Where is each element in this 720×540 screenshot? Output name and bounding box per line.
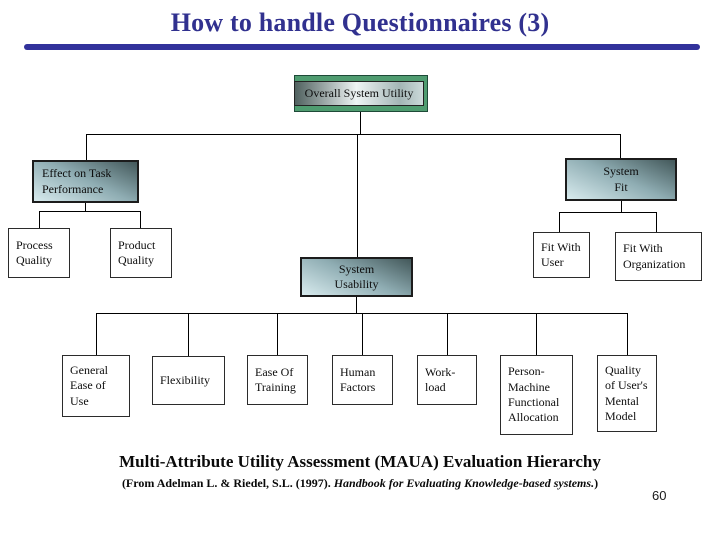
connector: [356, 297, 357, 314]
node-system-fit: System Fit: [565, 158, 677, 201]
connector: [86, 134, 87, 160]
node-general-ease-of-use: General Ease of Use: [62, 355, 130, 417]
node-label: Product Quality: [118, 237, 156, 267]
diagram-caption: Multi-Attribute Utility Assessment (MAUA…: [119, 452, 601, 471]
connector: [536, 313, 537, 355]
node-process-quality: Process Quality: [8, 228, 70, 278]
connector: [559, 212, 560, 232]
node-label: Overall System Utility: [304, 85, 414, 100]
node-fit-with-user: Fit With User: [533, 232, 590, 278]
connector: [620, 134, 621, 158]
slide-title: How to handle Questionnaires (3): [170, 8, 550, 37]
node-label: Flexibility: [160, 372, 211, 387]
node-label: Fit With User: [541, 239, 581, 269]
node-label: Ease Of Training: [255, 364, 296, 394]
node-label: General Ease of Use: [70, 362, 108, 408]
node-product-quality: Product Quality: [110, 228, 172, 278]
node-label: Effect on Task Performance: [42, 166, 112, 196]
connector: [656, 212, 657, 232]
node-workload: Work- load: [417, 355, 477, 405]
connector: [188, 313, 189, 356]
connector: [627, 313, 628, 355]
node-label: Person- Machine Functional Allocation: [508, 364, 560, 425]
connector: [277, 313, 278, 355]
title-underline-rule: [24, 44, 700, 50]
node-label: Human Factors: [340, 364, 376, 394]
connector: [360, 112, 361, 134]
connector: [86, 134, 621, 135]
citation-line: (From Adelman L. & Riedel, S.L. (1997). …: [0, 476, 720, 491]
connector: [140, 211, 141, 228]
connector: [357, 134, 358, 257]
connector: [447, 313, 448, 355]
node-effect-on-task-performance: Effect on Task Performance: [32, 160, 139, 203]
node-label: Quality of User's Mental Model: [605, 362, 648, 423]
connector: [621, 201, 622, 213]
citation-suffix: ): [594, 476, 599, 490]
citation-prefix: (From Adelman L. & Riedel, S.L. (1997).: [121, 476, 334, 490]
connector: [39, 211, 141, 212]
citation-book-title: Handbook for Evaluating Knowledge-based …: [333, 476, 595, 490]
page-number: 60: [652, 488, 667, 503]
node-flexibility: Flexibility: [152, 356, 225, 405]
connector: [85, 203, 86, 212]
node-label: Fit With Organization: [623, 241, 686, 271]
node-label: Process Quality: [16, 237, 53, 267]
node-person-machine-functional-allocation: Person- Machine Functional Allocation: [500, 355, 573, 435]
node-ease-of-training: Ease Of Training: [247, 355, 308, 405]
node-fit-with-organization: Fit With Organization: [615, 232, 702, 281]
node-label: System Fit: [603, 164, 639, 194]
node-overall-system-utility-face: Overall System Utility: [294, 81, 424, 106]
connector: [39, 211, 40, 228]
node-human-factors: Human Factors: [332, 355, 393, 405]
connector: [96, 313, 97, 355]
node-label: Work- load: [425, 364, 456, 394]
node-quality-of-users-mental-model: Quality of User's Mental Model: [597, 355, 657, 432]
connector: [362, 313, 363, 355]
connector: [559, 212, 657, 213]
node-system-usability: System Usability: [300, 257, 413, 297]
node-overall-system-utility: Overall System Utility: [294, 75, 428, 112]
node-label: System Usability: [334, 261, 379, 291]
